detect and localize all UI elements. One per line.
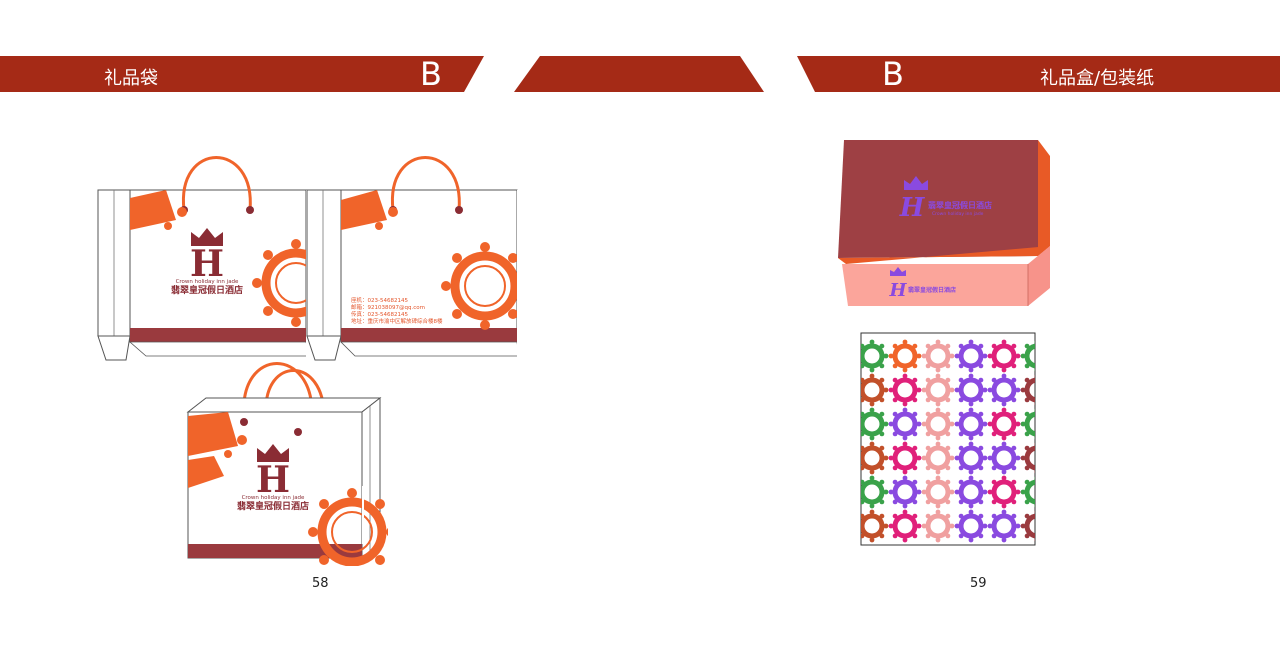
pattern-gear: [861, 509, 889, 543]
box-lid-brand-en: Crown holiday inn jade: [932, 211, 984, 217]
pattern-gear: [1020, 510, 1035, 542]
pattern-gear: [987, 475, 1021, 509]
bag3-brand-cn: 翡翠皇冠假日酒店: [237, 500, 309, 512]
gift-bag-back-flat: 座机：023-54682145 邮箱：921038097@qq.com 传真：0…: [306, 156, 523, 361]
box-lid-brand-cn: 翡翠皇冠假日酒店: [928, 200, 992, 210]
contact-phone: 座机：023-54682145: [351, 296, 408, 304]
header-bands: [0, 56, 1280, 92]
gift-bag-assembled: H Crown holiday inn jade 翡翠皇冠假日酒店: [186, 362, 388, 566]
pattern-gear: [1020, 476, 1035, 508]
left-section-letter: B: [420, 55, 442, 93]
pattern-gear: [954, 373, 988, 407]
box-side-letter: H: [888, 280, 907, 301]
pattern-gear: [987, 339, 1021, 373]
pattern-gear: [1020, 374, 1035, 406]
contact-address: 地址：重庆市渝中区解放碑综合楼8楼: [351, 317, 443, 325]
right-section-letter: B: [882, 55, 904, 93]
pattern-gear: [987, 509, 1021, 543]
pattern-gear: [954, 509, 988, 543]
pattern-gear: [861, 373, 889, 407]
contact-email: 邮箱：921038097@qq.com: [351, 303, 425, 311]
left-header-band: [0, 56, 484, 92]
box-lid-letter: H: [899, 193, 926, 223]
bag-brand-en: Crown holiday inn jade: [176, 279, 239, 285]
pattern-gear: [861, 407, 889, 441]
pattern-gear: [954, 441, 988, 475]
gift-bag-front-flat: H Crown holiday inn jade 翡翠皇冠假日酒店: [97, 156, 312, 361]
pattern-gear: [921, 441, 955, 475]
right-page-number: 59: [970, 576, 987, 591]
pattern-gear: [921, 373, 955, 407]
pattern-gear: [888, 373, 922, 407]
pattern-gear: [921, 475, 955, 509]
pattern-gear: [954, 407, 988, 441]
left-section-title: 礼品袋: [104, 68, 158, 89]
pattern-gear: [1020, 408, 1035, 440]
box-lid-logo: H 翡翠皇冠假日酒店 Crown holiday inn jade: [899, 176, 992, 223]
pattern-gear: [1020, 442, 1035, 474]
pattern-gear: [921, 509, 955, 543]
pattern-gear: [954, 339, 988, 373]
center-trapezoid-band: [514, 56, 764, 92]
right-header-band: [797, 56, 1280, 92]
pattern-gear: [888, 509, 922, 543]
contact-fax: 传真：023-54682145: [351, 310, 408, 318]
bag3-brand-en: Crown holiday inn jade: [242, 495, 305, 501]
pattern-gear: [861, 339, 889, 373]
bag3-logo-letter: H: [256, 459, 290, 501]
pattern-gear: [888, 339, 922, 373]
pattern-gear: [888, 407, 922, 441]
pattern-gear: [861, 475, 889, 509]
pattern-gear: [861, 441, 889, 475]
pattern-gear: [921, 407, 955, 441]
wrapping-paper: [860, 332, 1036, 546]
pattern-gear: [888, 475, 922, 509]
right-section-title: 礼品盒/包装纸: [1040, 68, 1155, 89]
bag-logo-letter: H: [190, 243, 224, 285]
pattern-gear: [987, 373, 1021, 407]
pattern-gear: [1020, 340, 1035, 372]
pattern-gear: [987, 407, 1021, 441]
left-page-number: 58: [312, 576, 329, 591]
pattern-gear: [888, 441, 922, 475]
pattern-gear: [921, 339, 955, 373]
pattern-gear: [954, 475, 988, 509]
pattern-gear: [987, 441, 1021, 475]
bag-brand-cn: 翡翠皇冠假日酒店: [171, 284, 243, 296]
box-side-logo: H 翡翠皇冠假日酒店: [888, 267, 956, 301]
gift-box: H 翡翠皇冠假日酒店 Crown holiday inn jade H 翡翠皇冠…: [838, 140, 1050, 306]
box-side-brand-cn: 翡翠皇冠假日酒店: [908, 286, 956, 294]
